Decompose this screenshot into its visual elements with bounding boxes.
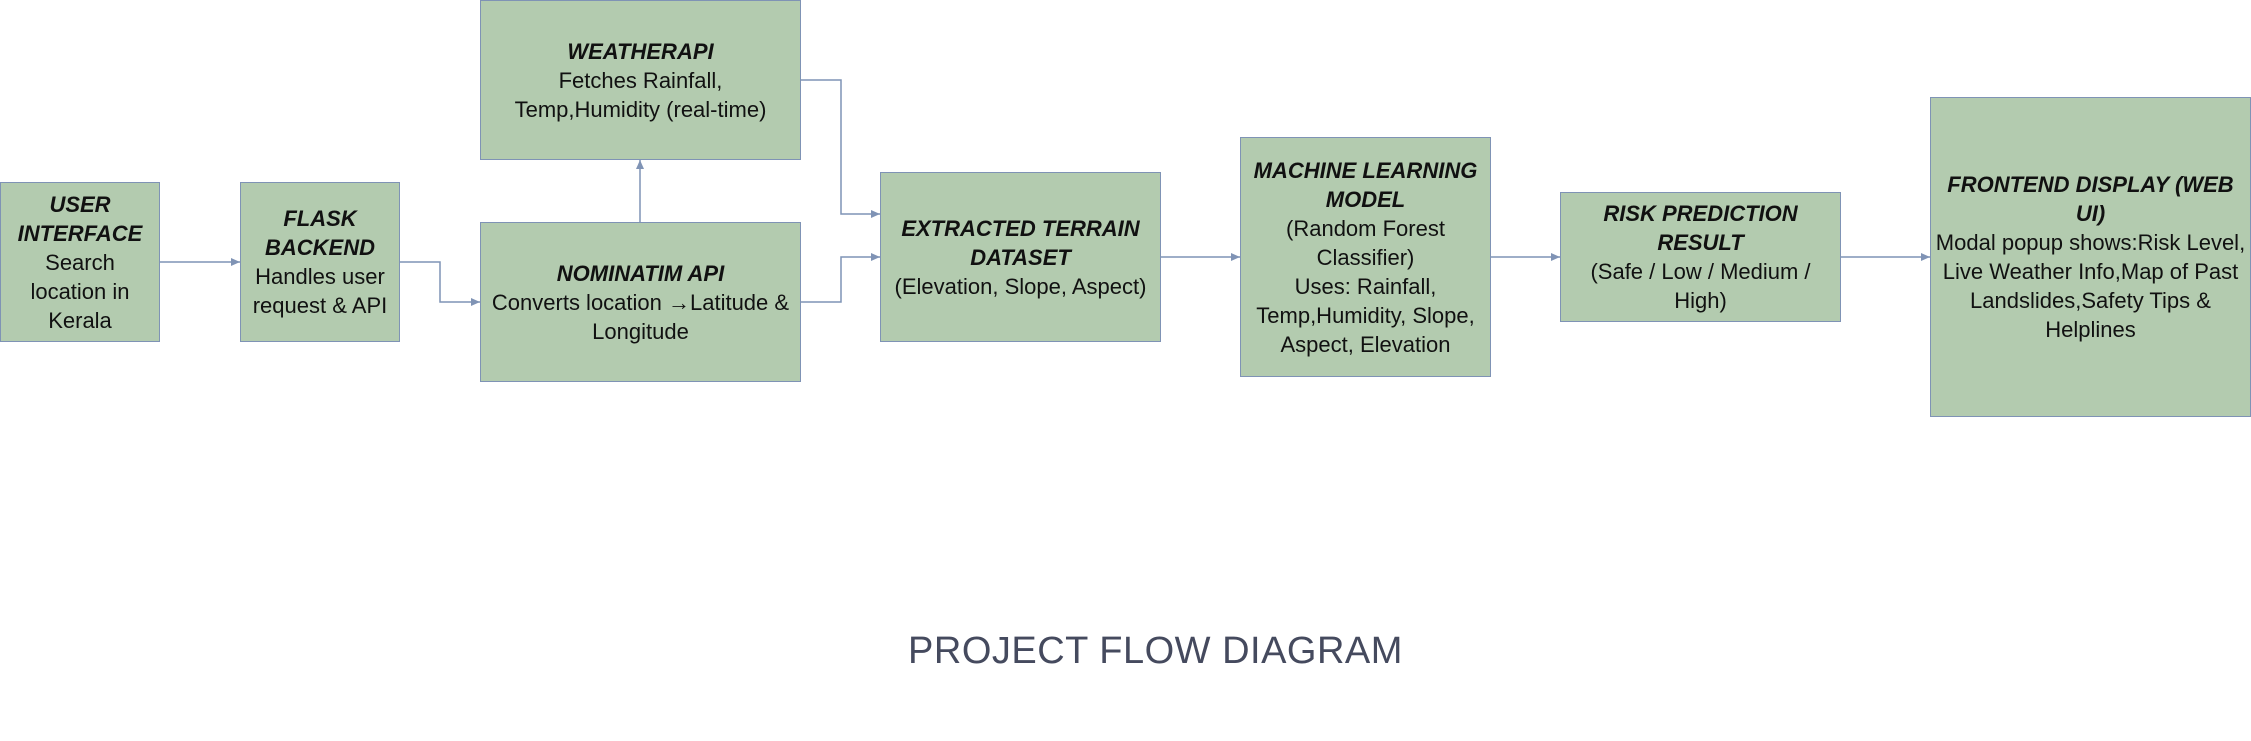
node-title: USER INTERFACE — [17, 191, 143, 246]
arrow-flask-to-nominatim — [400, 261, 480, 306]
node-title: MACHINE LEARNING MODEL — [1253, 157, 1478, 212]
arrow-nominatim-to-terrain — [801, 253, 880, 303]
node-body: (Safe / Low / Medium / High) — [1590, 259, 1811, 313]
node-body: Handles user request & API — [252, 264, 388, 318]
node-risk-prediction-result: RISK PREDICTION RESULT (Safe / Low / Med… — [1560, 192, 1841, 322]
node-title: RISK PREDICTION RESULT — [1603, 201, 1798, 255]
node-body: Fetches Rainfall, Temp,Humidity (real-ti… — [514, 67, 767, 122]
node-body: Converts location →Latitude & Longitude — [491, 289, 790, 344]
node-frontend-display: FRONTEND DISPLAY (WEB UI) Modal popup sh… — [1930, 97, 2251, 417]
node-title: FLASK BACKEND — [265, 206, 375, 260]
node-nominatim-api: NOMINATIM API Converts location →Latitud… — [480, 222, 801, 382]
node-body: Search location in Kerala — [30, 249, 130, 333]
node-extracted-terrain-dataset: EXTRACTED TERRAIN DATASET (Elevation, Sl… — [880, 172, 1161, 342]
node-body: Modal popup shows:Risk Level, Live Weath… — [1935, 230, 2246, 342]
node-user-interface: USER INTERFACE Search location in Kerala — [0, 182, 160, 342]
node-body: (Elevation, Slope, Aspect) — [894, 273, 1147, 299]
arrow-weather-to-terrain — [801, 79, 880, 218]
node-weatherapi: WEATHERAPI Fetches Rainfall, Temp,Humidi… — [480, 0, 801, 160]
node-title: EXTRACTED TERRAIN DATASET — [901, 215, 1140, 270]
node-title: FRONTEND DISPLAY (WEB UI) — [1947, 172, 2234, 226]
node-machine-learning-model: MACHINE LEARNING MODEL (Random Forest Cl… — [1240, 137, 1491, 377]
node-title: WEATHERAPI — [567, 38, 714, 64]
node-flask-backend: FLASK BACKEND Handles user request & API — [240, 182, 400, 342]
diagram-caption: PROJECT FLOW DIAGRAM — [908, 630, 1403, 672]
node-body: (Random Forest Classifier) Uses: Rainfal… — [1256, 215, 1475, 357]
node-title: NOMINATIM API — [556, 260, 725, 286]
